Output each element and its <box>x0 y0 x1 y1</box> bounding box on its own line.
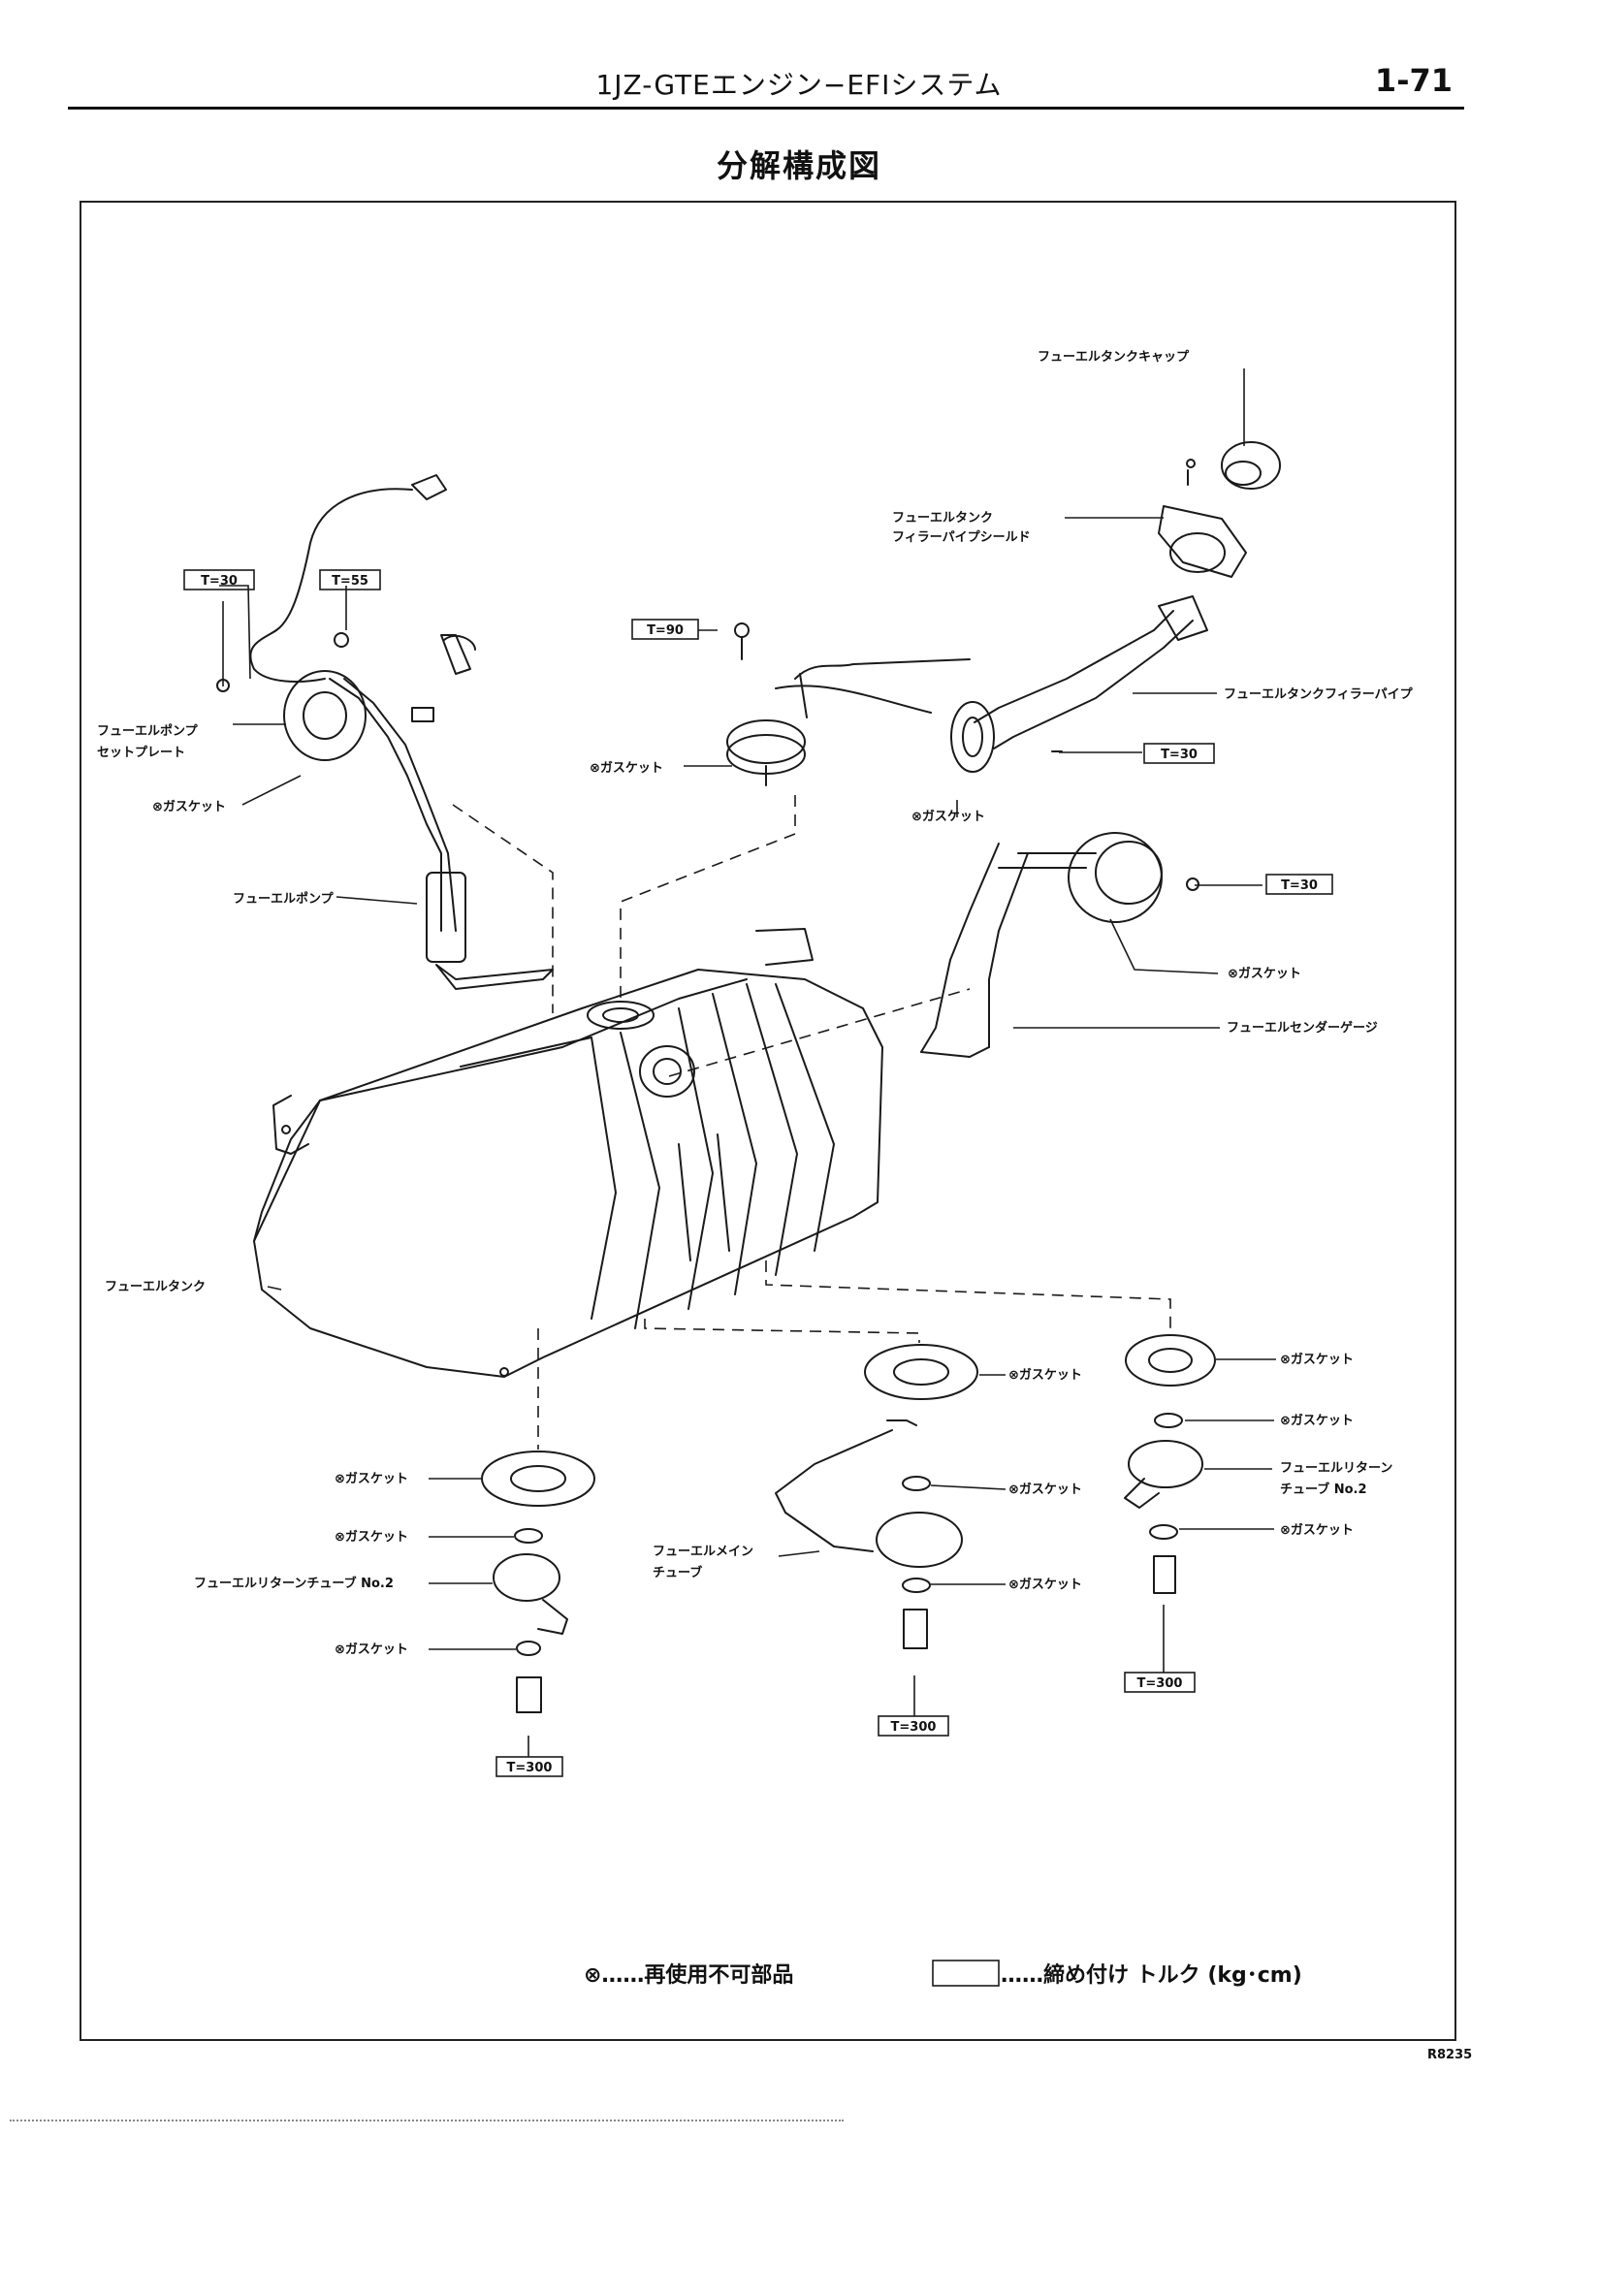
label-sender-gauge: フューエルセンダーゲージ <box>1227 1020 1378 1036</box>
fuel-pump-assembly <box>216 474 554 990</box>
legend-torque-box <box>932 1960 1000 1987</box>
page-number: 1-71 <box>1374 62 1453 99</box>
torque-box-pump-bolt: T=30 <box>201 574 238 589</box>
legend-non-reusable: ⊗……再使用不可部品 <box>584 1962 793 1988</box>
label-pump-plate-line1: フューエルポンプ <box>97 723 199 739</box>
label-gasket-right-2: ⊗ガスケット <box>1280 1414 1354 1428</box>
label-gasket-mid-2: ⊗ガスケット <box>1008 1483 1082 1497</box>
label-pump-plate-line2: セットプレート <box>97 746 185 760</box>
label-return-tube-right-line1: フューエルリターン <box>1280 1461 1392 1476</box>
label-gasket-mid: ⊗ガスケット <box>1008 1368 1082 1383</box>
section-title: 分解構成図 <box>716 147 881 184</box>
label-gasket-right-3: ⊗ガスケット <box>1280 1523 1354 1538</box>
label-filler-shield-line1: フューエルタンク <box>892 511 993 526</box>
label-fuel-tank-cap: フューエルタンクキャップ <box>1038 350 1190 365</box>
fuel-sender-gauge <box>920 832 1199 1058</box>
label-main-tube-line1: フューエルメイン <box>653 1545 753 1559</box>
figure-code: R8235 <box>1427 2048 1473 2062</box>
header-title: 1JZ-GTEエンジン−EFIシステム <box>595 69 1003 101</box>
label-gasket-right-1: ⊗ガスケット <box>1280 1353 1354 1367</box>
label-gasket-top: ⊗ガスケット <box>590 761 663 776</box>
filler-pipe-assembly <box>726 441 1281 786</box>
label-main-tube-line2: チューブ <box>653 1565 702 1580</box>
diagram-frame <box>80 201 1456 2041</box>
return-tube-left <box>481 1451 595 1713</box>
fuel-tank <box>253 928 883 1378</box>
main-tube <box>775 1344 978 1649</box>
torque-box-right-union: T=300 <box>1137 1676 1183 1691</box>
label-filler-pipe: フューエルタンクフィラーパイプ <box>1224 687 1414 702</box>
label-gasket-sender: ⊗ガスケット <box>1228 967 1301 981</box>
label-fuel-pump: フューエルポンプ <box>233 891 335 907</box>
return-tube-right <box>1124 1334 1216 1594</box>
torque-box-top-bolt: T=90 <box>647 623 684 638</box>
dotted-rule <box>10 2120 844 2121</box>
label-fuel-tank: フューエルタンク <box>105 1280 206 1294</box>
torque-box-mid-union: T=300 <box>891 1720 937 1735</box>
label-return-tube-right-line2: チューブ No.2 <box>1280 1482 1367 1497</box>
torque-box-filler-bolt: T=30 <box>1161 748 1198 762</box>
label-gasket-left-1: ⊗ガスケット <box>335 1472 408 1486</box>
label-gasket-mid-3: ⊗ガスケット <box>1008 1578 1082 1592</box>
legend-torque: ……締め付け トルク (kg･cm) <box>1001 1962 1302 1988</box>
label-gasket-pump: ⊗ガスケット <box>152 800 226 814</box>
torque-box-sender-bolt: T=30 <box>1281 878 1318 893</box>
label-gasket-left-2: ⊗ガスケット <box>335 1530 408 1545</box>
label-filler-shield-line2: フィラーパイプシールド <box>892 530 1031 545</box>
label-gasket-left-3: ⊗ガスケット <box>335 1642 408 1657</box>
torque-box-pump-nut: T=55 <box>332 574 368 589</box>
label-return-tube-left: フューエルリターンチューブ No.2 <box>194 1576 394 1591</box>
label-gasket-filler: ⊗ガスケット <box>911 810 985 824</box>
torque-box-left-union: T=300 <box>507 1761 553 1775</box>
header-rule <box>68 107 1464 110</box>
